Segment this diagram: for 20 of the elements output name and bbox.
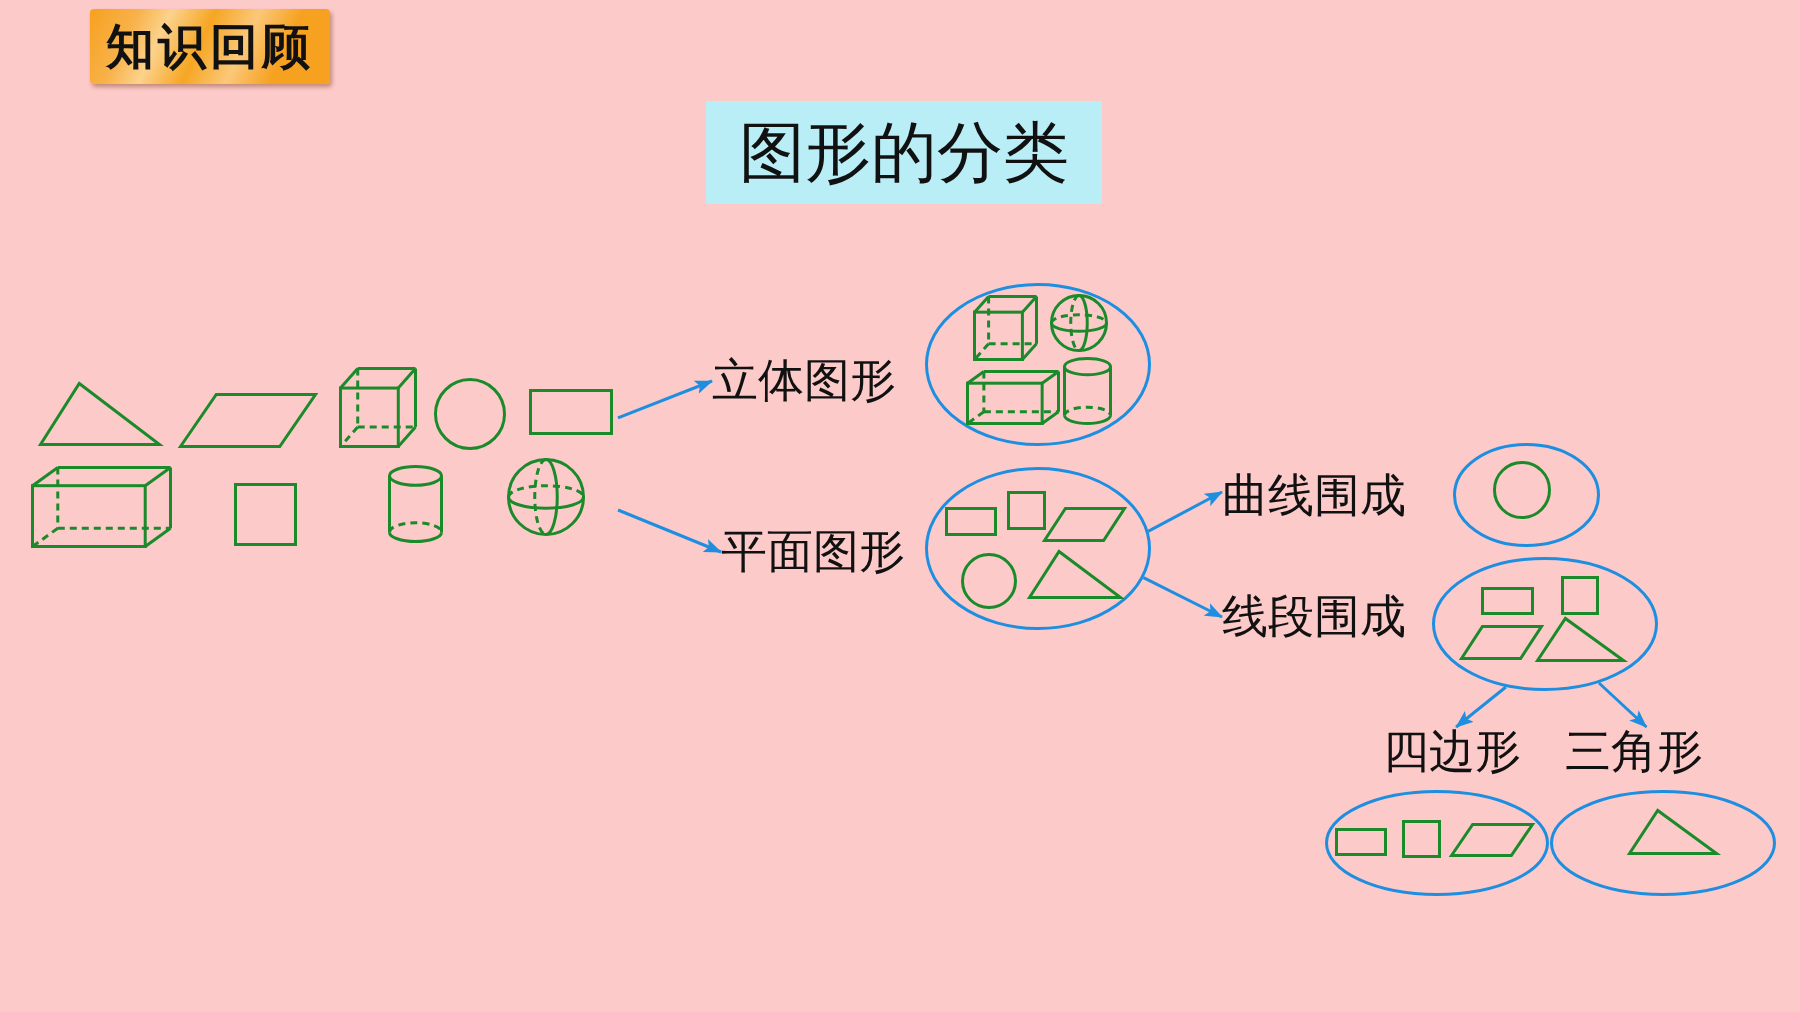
arrow (1142, 576, 1223, 619)
category-label: 线段围成 (1222, 592, 1406, 642)
arrow (1597, 681, 1648, 729)
oval-outline (1325, 790, 1549, 896)
oval-outline (1453, 443, 1600, 547)
arrow (617, 379, 713, 420)
oval-outline (1432, 557, 1658, 691)
category-label: 立体图形 (712, 356, 896, 406)
arrow (1147, 490, 1223, 533)
category-label: 曲线围成 (1222, 471, 1406, 521)
arrow (617, 508, 722, 554)
category-label: 四边形 (1383, 727, 1521, 777)
oval-outline (1550, 790, 1776, 896)
category-label: 平面图形 (721, 527, 905, 577)
oval-outline (925, 283, 1151, 446)
section-tag: 知识回顾 (90, 9, 330, 84)
category-label: 三角形 (1565, 727, 1703, 777)
arrow (1455, 685, 1507, 729)
title: 图形的分类 (706, 101, 1102, 204)
oval-outline (925, 467, 1151, 630)
